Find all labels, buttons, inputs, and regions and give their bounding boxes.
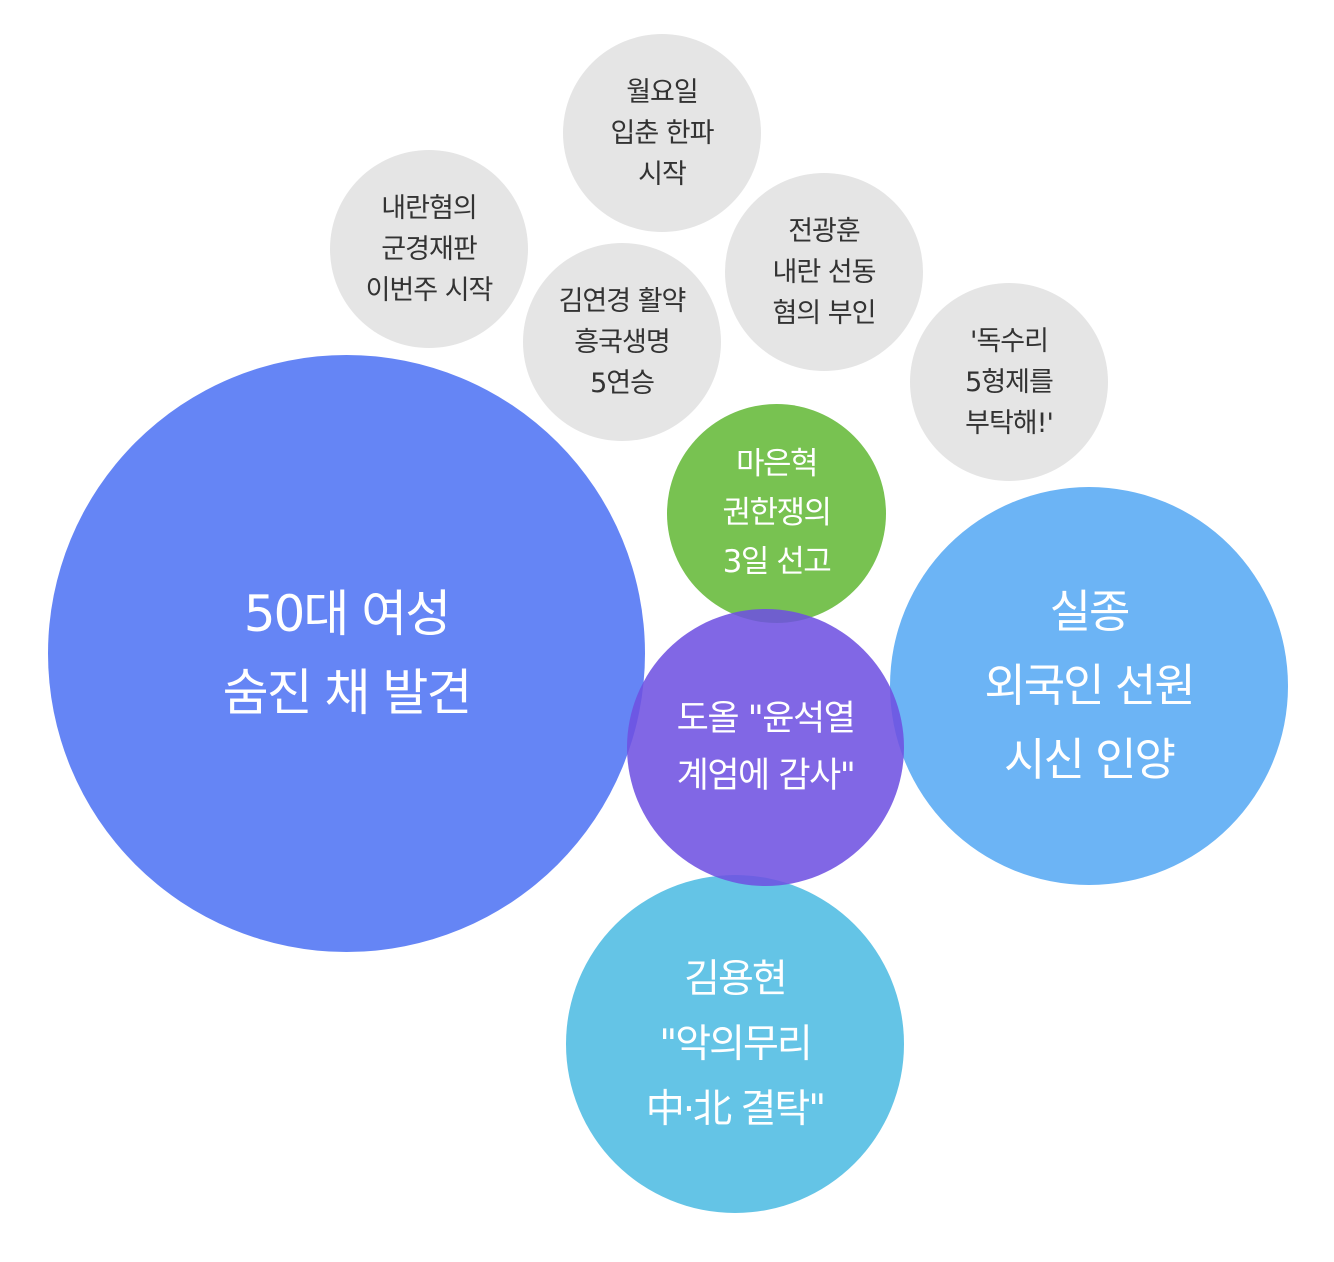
bubble-label: 김용현 "악의무리 中·北 결탁" <box>645 956 826 1132</box>
bubble-kim-yeonkoung[interactable]: 김연경 활약 흥국생명 5연승 <box>523 243 721 441</box>
bubble-label: 도올 "윤석열 계엄에 감사" <box>676 698 856 796</box>
bubble-label: 김연경 활약 흥국생명 5연승 <box>558 285 687 399</box>
bubble-missing-sailor[interactable]: 실종 외국인 선원 시신 인양 <box>890 487 1288 885</box>
bubble-jeon-kwanghoon[interactable]: 전광훈 내란 선동 혐의 부인 <box>725 173 923 371</box>
bubble-military-court[interactable]: 내란혐의 군경재판 이번주 시작 <box>330 150 528 348</box>
bubble-label: 내란혐의 군경재판 이번주 시작 <box>365 192 494 306</box>
bubble-woman-found-dead[interactable]: 50대 여성 숨진 채 발견 <box>48 355 645 952</box>
bubble-label: 월요일 입춘 한파 시작 <box>610 76 715 190</box>
bubble-label: 마은혁 권한쟁의 3일 선고 <box>722 446 832 580</box>
bubble-label: 50대 여성 숨진 채 발견 <box>222 584 473 722</box>
bubble-label: '독수리 5형제를 부탁해!' <box>965 325 1054 439</box>
bubble-ma-eunhyuk[interactable]: 마은혁 권한쟁의 3일 선고 <box>667 404 886 623</box>
bubble-monday-cold[interactable]: 월요일 입춘 한파 시작 <box>563 34 761 232</box>
bubble-label: 실종 외국인 선원 시신 인양 <box>984 585 1195 786</box>
bubble-label: 전광훈 내란 선동 혐의 부인 <box>772 215 877 329</box>
bubble-kim-yonghyun[interactable]: 김용현 "악의무리 中·北 결탁" <box>566 875 904 1213</box>
bubble-eagle-five[interactable]: '독수리 5형제를 부탁해!' <box>910 283 1108 481</box>
bubble-doall[interactable]: 도올 "윤석열 계엄에 감사" <box>627 609 904 886</box>
